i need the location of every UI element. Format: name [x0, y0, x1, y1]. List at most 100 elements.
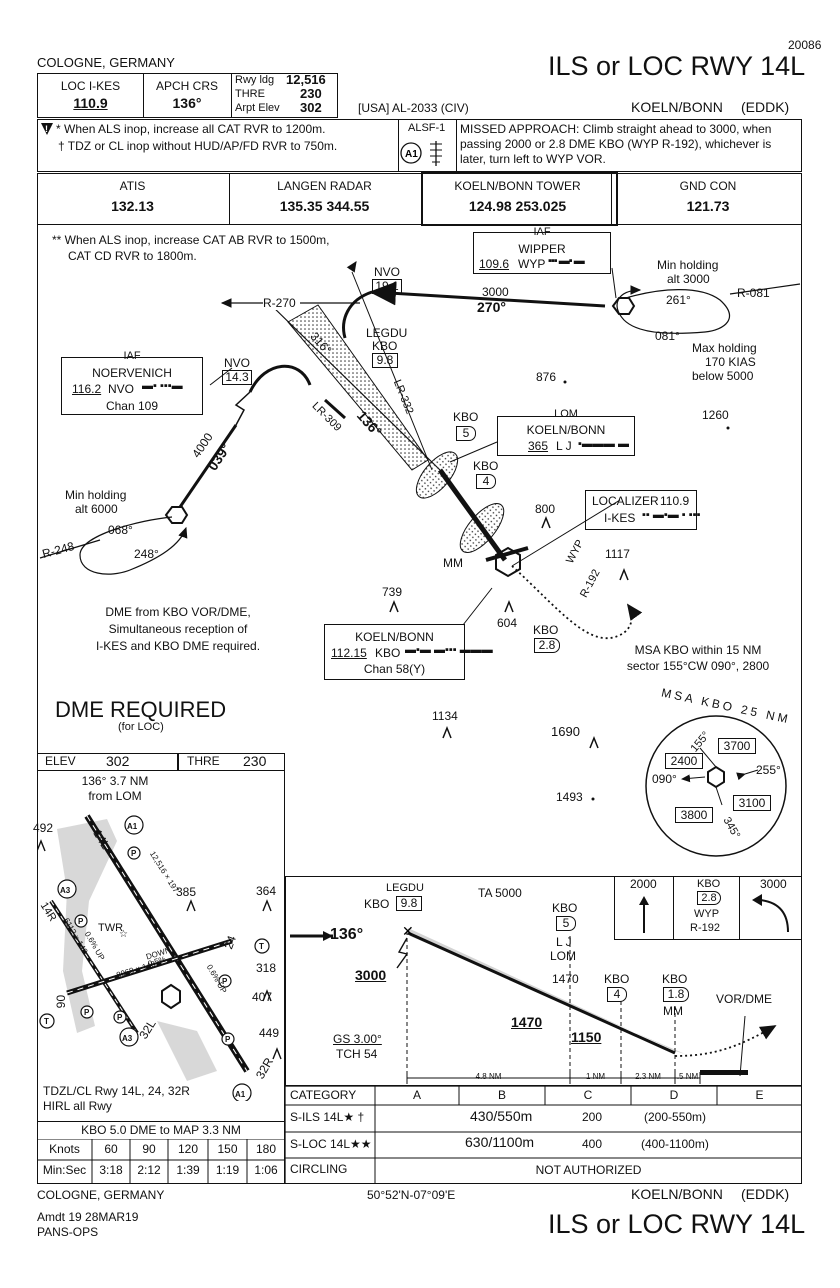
ad-elev-407: 407	[252, 990, 273, 1004]
noerv-freq: 116.2	[72, 382, 102, 396]
profile-mm: MM	[663, 1004, 683, 1018]
kbo-chan: Chan 58(Y)	[363, 662, 426, 676]
svg-text:✕: ✕	[402, 923, 414, 939]
min-loc-value: 630/1100m	[465, 1134, 535, 1150]
svg-text:A1: A1	[235, 1090, 246, 1099]
ad-elev-label: ELEV	[45, 754, 76, 768]
missed-approach-path	[511, 565, 643, 640]
wipper-iaf-box	[473, 232, 611, 274]
kbo-morse: ▬▪▬ ▬▪▪▪ ▬▬▬	[405, 644, 493, 656]
elev-800: 800	[535, 502, 556, 516]
ad-elev-492: 492	[33, 821, 54, 835]
note-line2: TDZ or CL inop without HUD/AP/FD RVR to …	[67, 139, 338, 153]
kbo28-label: KBO	[533, 623, 559, 637]
wipper-vor-symbol	[611, 297, 636, 315]
wipper-crs: 270°	[477, 299, 506, 315]
wipper-alt: 3000	[482, 285, 509, 299]
t-light-icon-1	[254, 938, 270, 954]
missed-approach-text: MISSED APPROACH: Climb straight ahead to…	[460, 122, 772, 166]
minimums-grid	[285, 1086, 802, 1184]
loc-frequency: 110.9	[73, 95, 108, 111]
wipper-min-hold-alt: alt 3000	[667, 272, 710, 286]
apron-south	[157, 1021, 217, 1081]
glidepath-shade	[408, 928, 685, 1054]
min-header-category: CATEGORY	[290, 1088, 357, 1102]
localizer-morse: ▪▪ ▬▪▬ ▪ ▪▪▪	[642, 509, 701, 521]
elev-1260: 1260	[702, 408, 729, 422]
ma-dme: 2.8	[697, 891, 721, 905]
papi-icon-3	[80, 1005, 94, 1019]
rwy-06-label: 06	[53, 994, 68, 1009]
svg-text:P: P	[131, 849, 137, 858]
wipper-name: WIPPER	[518, 242, 566, 256]
knots-150: 150	[217, 1142, 238, 1156]
kbo-id: KBO	[375, 646, 401, 660]
noerv-morse: ▬▪ ▪▪▪▬	[142, 380, 183, 392]
min-ils-ht: 200	[582, 1110, 603, 1124]
thre-box	[178, 753, 285, 771]
knots-120: 120	[177, 1142, 199, 1156]
airport-vor-icon	[161, 983, 181, 1010]
ad-thre-value: 230	[243, 753, 267, 769]
apch-crs-label: APCH CRS	[155, 79, 218, 93]
nvo-min-hold: Min holding	[65, 488, 127, 502]
min-ils-extra: (200-550m)	[644, 1110, 707, 1124]
arpt-elev-label: Arpt Elev	[235, 102, 280, 114]
svg-text:A3: A3	[60, 886, 71, 895]
svg-text:A3: A3	[122, 1034, 133, 1043]
crs261-label: 261°	[666, 293, 691, 307]
kbo4-label: KBO	[473, 459, 499, 473]
comm-radar-freq: 135.35 344.55	[279, 198, 370, 214]
ad-elev-449: 449	[259, 1026, 280, 1040]
knots-label: Knots	[49, 1142, 80, 1156]
min-ils-value: 430/550m	[470, 1108, 533, 1124]
header-icao: (EDDK)	[741, 99, 790, 115]
profile-lom: LOM	[550, 949, 577, 963]
timing-grid	[37, 1139, 285, 1184]
profile-missed-approach	[674, 1025, 777, 1057]
star-marker: *	[56, 122, 65, 136]
nvo-dme-19: 19.1	[372, 279, 402, 294]
footer-airport: KOELN/BONN	[631, 1186, 723, 1202]
crs248-label: 248°	[134, 547, 159, 561]
rwy-ldg: 12,516	[286, 72, 326, 87]
thre-label: THRE	[235, 88, 265, 100]
segment-23nm: 2.3 NM	[635, 1072, 661, 1081]
segment-48nm: 4.8 NM	[475, 1072, 502, 1081]
profile-lj: L J	[556, 935, 572, 949]
lom-box	[497, 416, 635, 456]
r081-radial	[729, 283, 801, 295]
comm-gnd-freq: 121.73	[686, 198, 730, 214]
msa-circle	[645, 715, 787, 857]
wipper-iaf-label: IAF	[533, 226, 551, 238]
footer-coords: 50°52'N-07°09'E	[367, 1188, 456, 1202]
note-cd: CAT CD RVR to 1800m.	[68, 249, 197, 263]
approach-lighting-icon: A1	[400, 141, 442, 166]
lr309-radial-line	[267, 301, 441, 471]
page-title: ILS or LOC RWY 14L	[548, 51, 806, 81]
time-180: 1:06	[254, 1163, 278, 1177]
localizer-freq: 110.9	[660, 494, 690, 508]
dme-required-title: DME REQUIRED	[55, 697, 227, 722]
comm-gnd-label: GND CON	[679, 179, 737, 193]
runway-symbol	[700, 1070, 748, 1075]
t-light-icon-2	[39, 1013, 55, 1029]
msa-sector-3100: 3100	[733, 795, 771, 811]
lom-label: LOM	[554, 408, 578, 420]
msa-sector-3800: 3800	[675, 807, 713, 823]
segment-05nm: .5 NM	[676, 1072, 699, 1081]
thre-value: 230	[300, 86, 322, 101]
kbo-name: KOELN/BONN	[355, 630, 434, 644]
segment-1nm: 1 NM	[585, 1072, 606, 1081]
footer-icao: (EDDK)	[741, 1186, 790, 1202]
profile-crs: 136°	[330, 926, 364, 943]
kbo-freq: 112.15	[331, 646, 367, 660]
comm-radar-label: LANGEN RADAR	[277, 179, 372, 193]
max-hold-2: 170 KIAS	[705, 355, 756, 369]
kbo5-label: KBO	[453, 410, 479, 424]
tower-frequency-box	[421, 172, 618, 226]
msa-note-1: MSA KBO within 15 NM	[634, 643, 762, 657]
noerv-id: NVO	[108, 382, 135, 396]
kbo-dme-28: 2.8	[534, 638, 560, 653]
papi-icon-1	[127, 846, 141, 860]
